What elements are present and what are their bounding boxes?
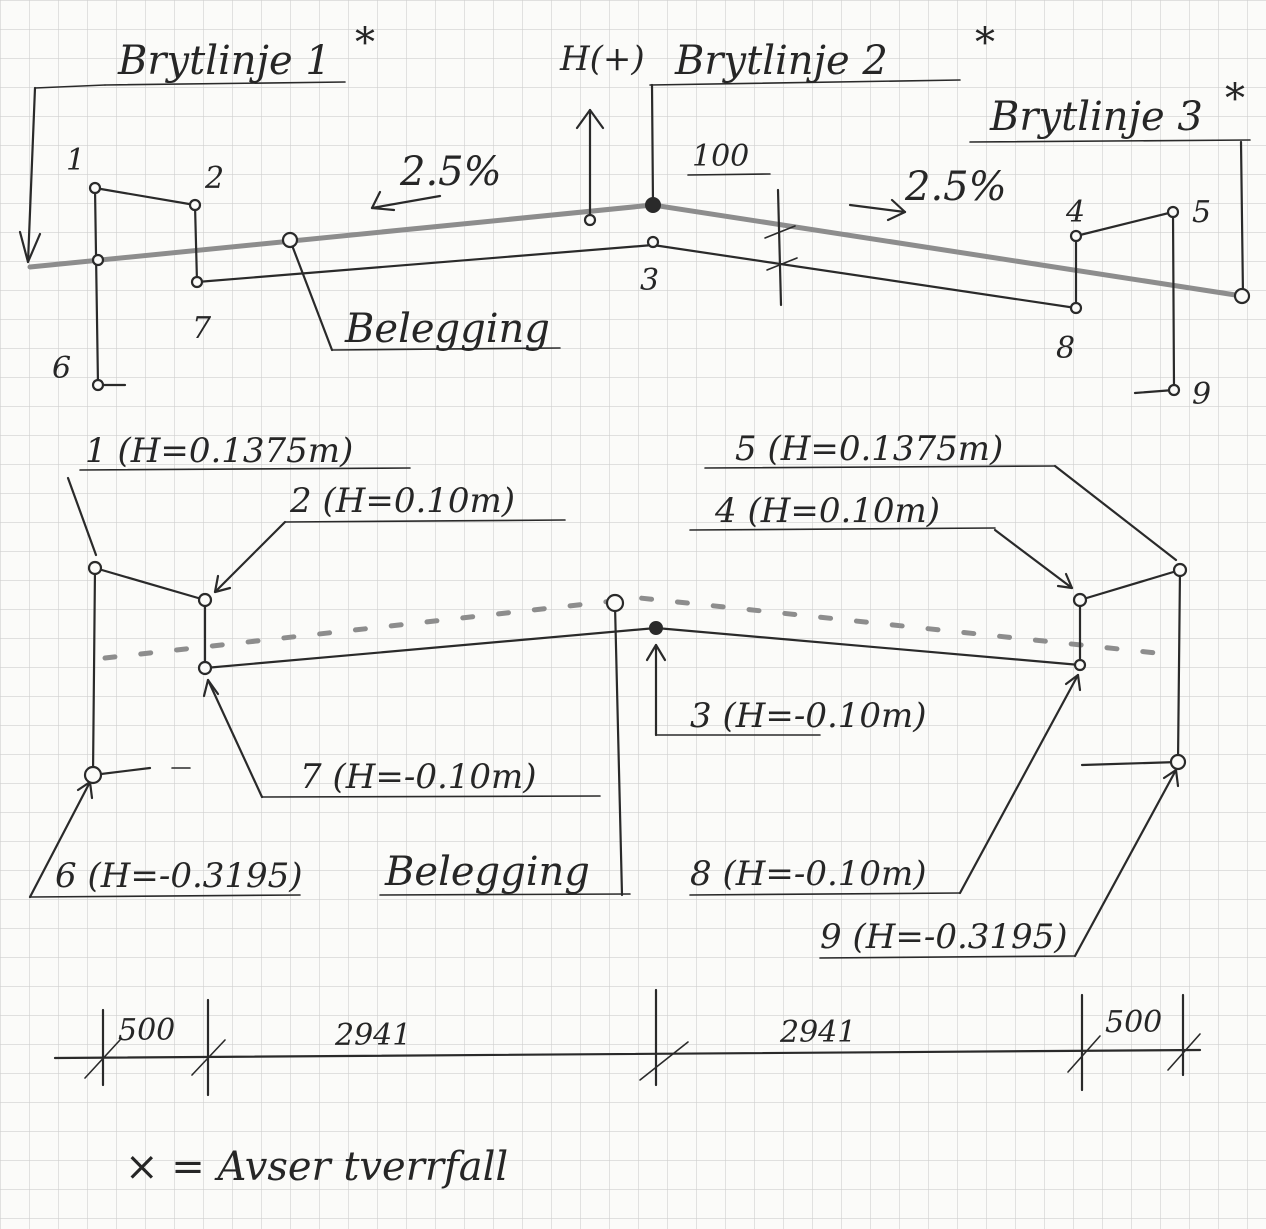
star-3: * bbox=[1225, 76, 1245, 122]
node-3 bbox=[646, 235, 660, 249]
node-belegging bbox=[281, 231, 299, 249]
belegging-top-label: Belegging bbox=[344, 306, 550, 352]
star-1: * bbox=[355, 20, 375, 66]
callout-5: 5 (H=0.1375m) bbox=[735, 429, 1003, 469]
h-plus-label: H(+) bbox=[559, 39, 645, 79]
point-label-3: 3 bbox=[640, 263, 659, 298]
point-label-9: 9 bbox=[1192, 377, 1211, 412]
surface-line-bottom bbox=[102, 595, 1178, 661]
callout-8: 8 (H=-0.10m) bbox=[690, 854, 927, 894]
node-8 bbox=[1069, 301, 1083, 315]
callout-7: 7 (H=-0.10m) bbox=[300, 757, 537, 797]
slope-left-label: 2.5% bbox=[399, 149, 502, 195]
bnode-3 bbox=[649, 621, 663, 635]
node-1 bbox=[88, 181, 102, 195]
callout-6: 6 (H=-0.3195) bbox=[55, 856, 303, 896]
dim-500-left: 500 bbox=[118, 1013, 175, 1048]
dim-2941-left: 2941 bbox=[334, 1018, 411, 1053]
node-9 bbox=[1167, 383, 1181, 397]
dim-100-label: 100 bbox=[692, 139, 749, 174]
node-4 bbox=[1069, 229, 1083, 243]
point-label-1: 1 bbox=[66, 143, 85, 178]
node-left-surface bbox=[91, 253, 105, 267]
node-h bbox=[583, 213, 597, 227]
node-6 bbox=[91, 378, 105, 392]
bnode-5 bbox=[1172, 562, 1188, 578]
node-ridge bbox=[645, 197, 661, 213]
callout-9: 9 (H=-0.3195) bbox=[820, 917, 1068, 957]
belegging-bottom-label: Belegging bbox=[384, 849, 590, 895]
bnode-2 bbox=[197, 592, 213, 608]
bnode-4 bbox=[1072, 592, 1088, 608]
bnode-6 bbox=[83, 765, 103, 785]
node-2 bbox=[188, 198, 202, 212]
star-2: * bbox=[975, 20, 995, 66]
bnode-9 bbox=[1169, 753, 1187, 771]
slope-right-label: 2.5% bbox=[904, 164, 1007, 210]
dim-500-right: 500 bbox=[1105, 1005, 1162, 1040]
legend-note: × = Avser tverrfall bbox=[125, 1144, 508, 1190]
bottom-sketch: 1 (H=0.1375m) 2 (H=0.10m) 5 (H=0.1375m) … bbox=[28, 429, 1188, 959]
node-5 bbox=[1166, 205, 1180, 219]
bnode-1 bbox=[87, 560, 103, 576]
callout-4: 4 (H=0.10m) bbox=[714, 491, 940, 531]
node-7 bbox=[190, 275, 204, 289]
brytlinje-1-title: Brytlinje 1 bbox=[117, 38, 331, 84]
point-label-7: 7 bbox=[192, 311, 212, 346]
brytlinje-3-title: Brytlinje 3 bbox=[989, 94, 1203, 140]
bnode-7 bbox=[197, 660, 213, 676]
point-label-6: 6 bbox=[52, 351, 71, 386]
bnode-belegging bbox=[605, 593, 625, 613]
callout-2: 2 (H=0.10m) bbox=[289, 481, 515, 521]
point-label-4: 4 bbox=[1065, 195, 1085, 230]
dim-2941-right: 2941 bbox=[779, 1015, 856, 1050]
point-label-2: 2 bbox=[204, 161, 224, 196]
callout-1: 1 (H=0.1375m) bbox=[85, 431, 353, 471]
point-label-5: 5 bbox=[1192, 195, 1211, 230]
callout-3: 3 (H=-0.10m) bbox=[690, 696, 927, 736]
top-sketch: Brytlinje 1 * H(+) Brytlinje 2 * Brytlin… bbox=[18, 20, 1251, 412]
node-right-surface bbox=[1233, 287, 1251, 305]
bnode-8 bbox=[1073, 658, 1087, 672]
dimension-line: 500 2941 2941 500 bbox=[53, 988, 1202, 1097]
brytlinje-2-title: Brytlinje 2 bbox=[674, 38, 888, 84]
point-label-8: 8 bbox=[1056, 331, 1075, 366]
